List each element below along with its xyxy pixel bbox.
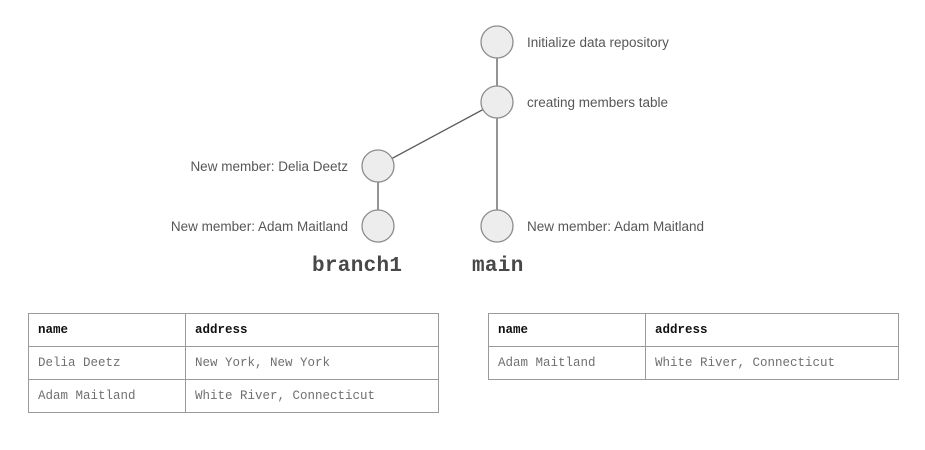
members-table-branch1: name address Delia Deetz New York, New Y… (28, 313, 439, 413)
column-header-address: address (185, 313, 439, 347)
table-row: Adam Maitland White River, Connecticut (28, 379, 439, 413)
cell-address: New York, New York (185, 346, 439, 380)
column-header-name: name (28, 313, 186, 347)
commit-node-c2[interactable] (480, 85, 514, 119)
column-header-address: address (645, 313, 899, 347)
cell-name: Adam Maitland (488, 346, 646, 380)
cell-name: Delia Deetz (28, 346, 186, 380)
column-header-name: name (488, 313, 646, 347)
commit-label-c2: creating members table (527, 95, 669, 110)
commit-node-b1[interactable] (361, 149, 395, 183)
commit-label-b1: New member: Delia Deetz (190, 159, 348, 174)
table-header-row: name address (488, 313, 899, 347)
branch-name-branch1[interactable]: branch1 (312, 255, 403, 278)
commit-label-c3: New member: Adam Maitland (527, 219, 705, 234)
commit-node-c1[interactable] (480, 25, 514, 59)
branch-name-main[interactable]: main (472, 255, 524, 278)
table-header-row: name address (28, 313, 439, 347)
cell-address: White River, Connecticut (185, 379, 439, 413)
table-row: Delia Deetz New York, New York (28, 346, 439, 380)
commit-node-b2[interactable] (361, 209, 395, 243)
cell-address: White River, Connecticut (645, 346, 899, 380)
edge-c2-b1 (377, 101, 498, 167)
members-table-main: name address Adam Maitland White River, … (488, 313, 899, 380)
commit-label-b2: New member: Adam Maitland (170, 219, 348, 234)
cell-name: Adam Maitland (28, 379, 186, 413)
commit-label-c1: Initialize data repository (527, 35, 669, 50)
commit-node-c3[interactable] (480, 209, 514, 243)
table-row: Adam Maitland White River, Connecticut (488, 346, 899, 380)
commit-graph-svg (361, 25, 514, 243)
